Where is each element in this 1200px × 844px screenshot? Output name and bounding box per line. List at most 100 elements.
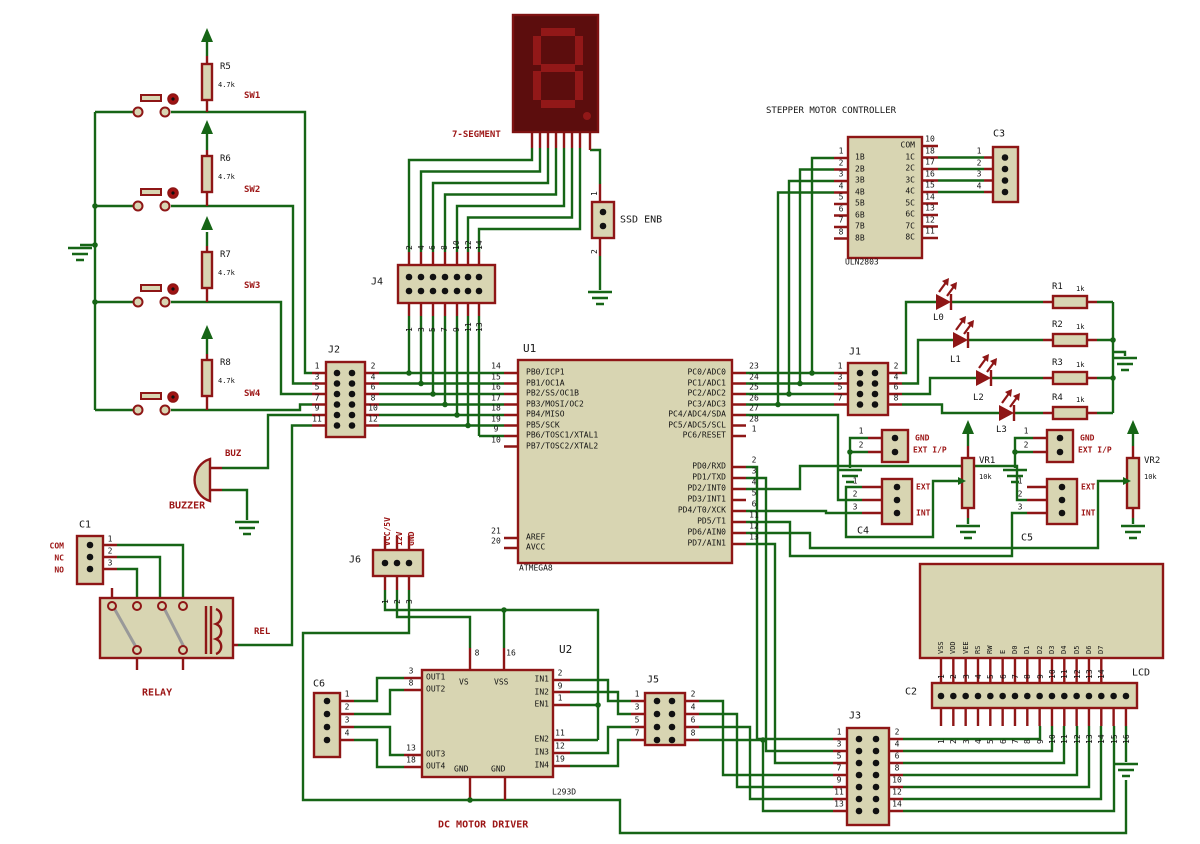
j1-right-pin-1: 4 <box>893 372 899 382</box>
u2-l293d[interactable] <box>420 668 555 779</box>
connector-pin-dot <box>891 434 899 442</box>
uln-left-num-3: 4 <box>838 181 844 191</box>
u1-ref: U1 <box>523 341 537 355</box>
u2-top-name-1: VSS <box>494 677 509 687</box>
buz-net-label: BUZ <box>225 449 242 460</box>
connector-pin-dot <box>405 559 413 567</box>
wire-junction <box>595 702 601 708</box>
u1-pc-name-5: PC5/ADC5/SCL <box>668 420 726 430</box>
u1-pd-num-3: 5 <box>751 488 757 498</box>
j4-bottom-pin-2: 5 <box>428 327 438 332</box>
header-j2[interactable] <box>324 360 367 439</box>
c2-ref: C2 <box>905 686 918 698</box>
l2-ref: L2 <box>973 393 984 404</box>
header-j5[interactable] <box>643 691 687 747</box>
j3-left-pin-3: 7 <box>836 763 842 773</box>
buzzer-symbol[interactable] <box>193 457 212 503</box>
u1-pc-name-1: PC1/ADC1 <box>687 378 726 388</box>
led-arrowhead <box>967 320 974 328</box>
c6-pin-3: 4 <box>344 728 350 738</box>
u2-right1-num-0: 2 <box>557 668 563 678</box>
connector-pin-dot <box>1058 483 1066 491</box>
resistor-r2[interactable] <box>1051 332 1089 348</box>
j4-ref: J4 <box>371 276 384 288</box>
lcd-pin-name-6: D0 <box>1010 645 1019 654</box>
j4-bottom-pin-4: 9 <box>451 327 461 332</box>
c4-pin-0: 1 <box>852 476 858 486</box>
lcd-pin-num-10: 11 <box>1060 669 1070 679</box>
connector-pin-dot <box>1085 692 1093 700</box>
u1-atmega8[interactable] <box>516 358 734 565</box>
header-j1[interactable] <box>846 361 890 417</box>
ssd-enb-jumper[interactable] <box>590 200 616 240</box>
j3-left-pin-4: 9 <box>836 775 842 785</box>
j2-right-pin-1: 4 <box>370 372 376 382</box>
connector-pin-dot <box>1073 692 1080 700</box>
seven-segment-display[interactable] <box>511 13 600 134</box>
pot-vr1[interactable] <box>960 456 976 510</box>
u1-pc-num-0: 23 <box>749 361 759 371</box>
c3-pin-0: 1 <box>976 146 982 156</box>
gnd-ext-left-line2: EXT I/P <box>913 445 947 455</box>
switch-terminal <box>132 296 144 308</box>
u1-pd-num-1: 3 <box>751 466 757 476</box>
connector-pin-dot <box>937 692 945 700</box>
j4-bottom-pin-6: 13 <box>475 322 485 332</box>
j2-left-pin-4: 9 <box>314 403 320 413</box>
u1-an-name-1: AVCC <box>526 542 546 552</box>
r7-value: 4.7k <box>218 269 235 278</box>
vcc-arrow-icon <box>201 325 213 339</box>
connector-pin-dot <box>86 553 94 561</box>
c5-int-label: INT <box>1081 508 1096 518</box>
uln-right-num-0: 10 <box>925 134 935 144</box>
lcd-module[interactable] <box>918 562 1165 660</box>
lcd-pin-name-1: VDD <box>949 641 958 654</box>
resistor-r7[interactable] <box>200 250 214 290</box>
resistor-r4[interactable] <box>1051 405 1089 421</box>
c4-pin-2: 3 <box>852 502 858 512</box>
header-j3[interactable] <box>845 726 891 827</box>
resistor-r5[interactable] <box>200 62 214 102</box>
j5-left-pin-3: 7 <box>634 728 640 738</box>
u1-pb-name-4: PB4/MISO <box>526 409 565 419</box>
c1-pin-2: 3 <box>107 558 113 568</box>
u2-top-num-0: 8 <box>474 648 480 658</box>
switch-terminal <box>159 200 171 212</box>
uln-right-name-2: 2C <box>905 163 915 173</box>
gnd-ext-right-pin-1: 2 <box>1023 440 1029 450</box>
led-arrowhead <box>982 354 989 362</box>
c6-pin-1: 2 <box>344 702 350 712</box>
uln-left-num-0: 1 <box>838 146 844 156</box>
uln-right-name-1: 1C <box>905 152 915 162</box>
connector-pin-dot <box>855 759 863 767</box>
u1-pd-name-4: PD4/T0/XCK <box>677 505 726 515</box>
connector-pin-dot <box>872 747 880 755</box>
uln-right-num-1: 18 <box>925 146 935 156</box>
resistor-r6[interactable] <box>200 154 214 194</box>
connector-pin-dot <box>333 390 341 398</box>
resistor-r8[interactable] <box>200 358 214 398</box>
c4-pin-1: 2 <box>852 489 858 499</box>
led-l1 <box>953 332 968 348</box>
u2-right1-num-1: 9 <box>557 681 563 691</box>
lcd-pin-name-13: D7 <box>1097 645 1106 654</box>
wire-junction <box>92 203 98 209</box>
uln2803-driver[interactable] <box>846 135 924 260</box>
connector-pin-dot <box>1001 165 1009 173</box>
switch-cap <box>140 284 162 292</box>
j5-right-pin-3: 8 <box>690 728 696 738</box>
c2-pin-13: 14 <box>1097 734 1107 744</box>
pot-vr2[interactable] <box>1125 456 1141 510</box>
ground-symbol <box>68 246 1145 778</box>
resistor-r1[interactable] <box>1051 294 1089 310</box>
lcd-pin-num-11: 12 <box>1072 669 1082 679</box>
u2-right2-name-0: EN2 <box>534 734 549 744</box>
header-j4[interactable] <box>396 263 497 305</box>
u1-pd-name-7: PD7/AIN1 <box>687 538 726 548</box>
j2-right-pin-0: 2 <box>370 361 376 371</box>
resistor-r3[interactable] <box>1051 370 1089 386</box>
lcd-pin-num-13: 14 <box>1097 669 1107 679</box>
j6-pin-label-2: GND <box>407 531 416 546</box>
c5-pin-2: 3 <box>1017 502 1023 512</box>
stepper-section-title: STEPPER MOTOR CONTROLLER <box>766 106 897 117</box>
